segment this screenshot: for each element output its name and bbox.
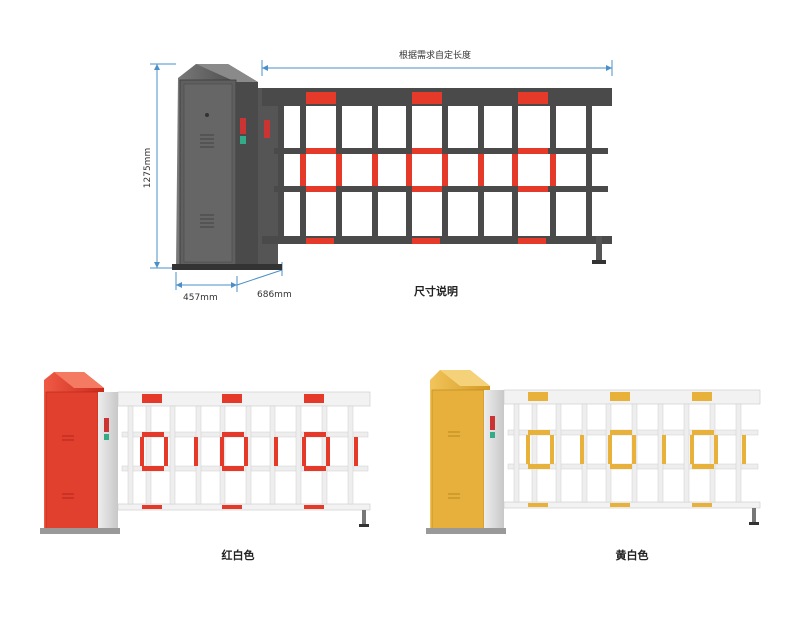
red-cabinet xyxy=(40,372,120,534)
yellow-white-gate xyxy=(426,370,761,534)
dark-fence-arm xyxy=(262,88,612,264)
width-label: 457mm xyxy=(183,293,218,303)
red-white-fence-arm xyxy=(117,391,371,527)
depth-label: 686mm xyxy=(257,290,292,300)
length-dimension: 根据需求自定长度 xyxy=(261,49,613,76)
red-white-gate xyxy=(40,372,371,534)
yellow-white-caption: 黄白色 xyxy=(615,549,649,562)
yellow-cabinet xyxy=(426,370,506,534)
dark-gate: 根据需求自定长度 1275mm 457mm 686mm xyxy=(143,49,613,303)
yellow-white-fence-arm xyxy=(503,389,761,525)
height-dimension: 1275mm xyxy=(143,63,176,269)
size-description-caption: 尺寸说明 xyxy=(414,285,458,298)
height-label: 1275mm xyxy=(143,148,153,188)
red-white-caption: 红白色 xyxy=(221,549,255,562)
dark-cabinet xyxy=(172,64,282,270)
length-note-label: 根据需求自定长度 xyxy=(399,49,471,61)
